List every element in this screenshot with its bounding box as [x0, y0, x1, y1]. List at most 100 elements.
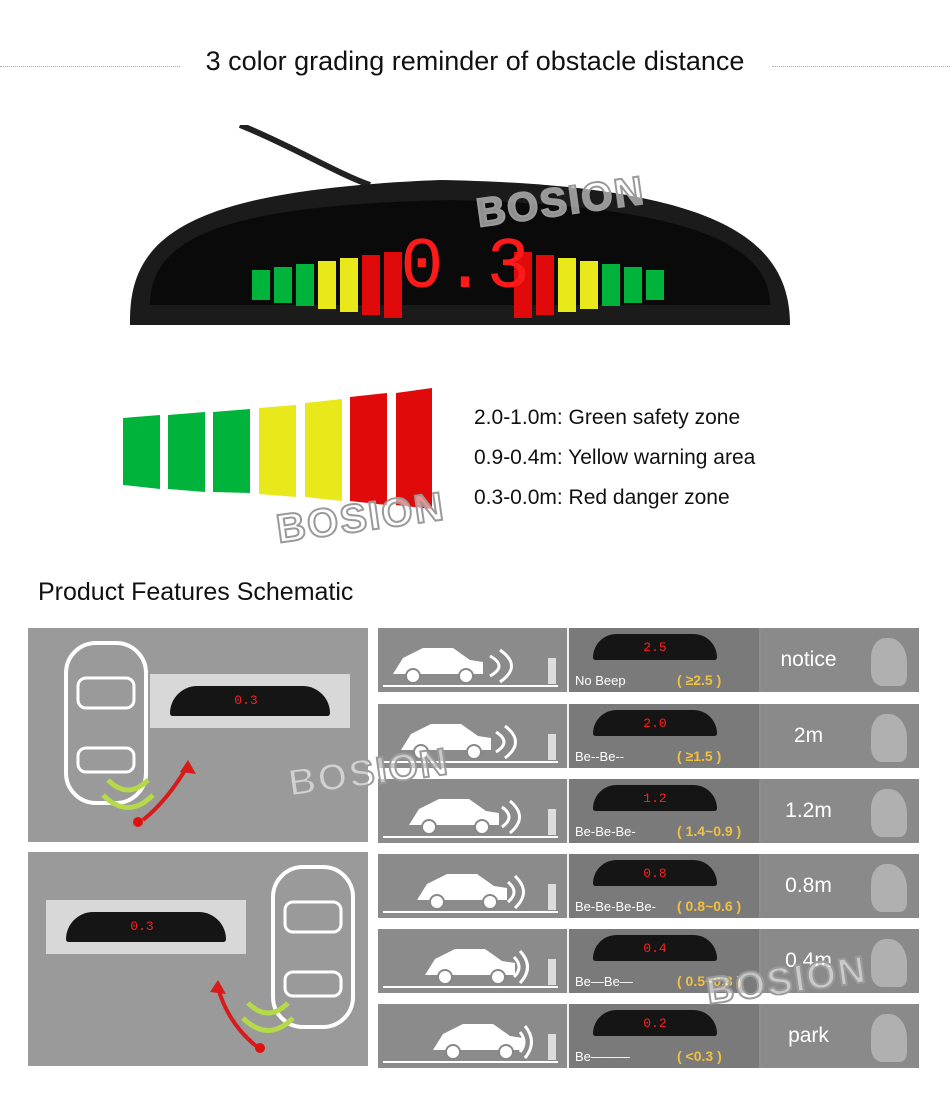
- distance-range: ( <0.3 ): [677, 1048, 722, 1064]
- car-topview-icon: [271, 865, 355, 1029]
- head-silhouette-icon: [871, 939, 907, 987]
- car-distance-illustration: [378, 854, 569, 918]
- display-panel: 0.4 Be—Be— ( 0.5~0.3 ): [569, 929, 759, 993]
- distance-range: ( 0.8~0.6 ): [677, 898, 742, 914]
- display-panel: 2.0 Be--Be-- ( ≥1.5 ): [569, 704, 759, 768]
- beep-pattern: Be———: [575, 1049, 630, 1064]
- head-silhouette-icon: [871, 714, 907, 762]
- section-title: Product Features Schematic: [38, 578, 354, 606]
- car-side-icon: [383, 1024, 558, 1063]
- display-frame: 0.3: [46, 900, 246, 954]
- display-mini: 0.4: [593, 935, 717, 961]
- obstacle-icon: [548, 734, 556, 760]
- schematic-row: 2.5 No Beep ( ≥2.5 ) notice: [378, 628, 919, 692]
- distance-range: ( ≥1.5 ): [677, 748, 722, 764]
- car-topview-icon: [64, 641, 148, 805]
- distance-range: ( 1.4~0.9 ): [677, 823, 742, 839]
- distance-label: 0.8m: [785, 874, 832, 897]
- display-bar-right: [624, 267, 642, 303]
- display-mini: 0.2: [593, 1010, 717, 1036]
- alert-panel: 1.2m: [761, 779, 919, 843]
- bar-red-2: [396, 388, 432, 509]
- beep-pattern: Be—Be—: [575, 974, 633, 989]
- schematic-row: 0.4 Be—Be— ( 0.5~0.3 ) 0.4m: [378, 929, 919, 993]
- alert-panel: 2m: [761, 704, 919, 768]
- schematic-panel-rear: 0.3: [28, 852, 368, 1066]
- display-bar-right: [646, 270, 664, 300]
- display-mini: 2.0: [593, 710, 717, 736]
- car-distance-illustration: [378, 779, 569, 843]
- bar-yellow-1: [259, 405, 296, 497]
- display-bar-right: [514, 252, 532, 318]
- obstacle-icon: [548, 658, 556, 684]
- color-grade-bars: [123, 388, 432, 509]
- distance-label: 2m: [793, 724, 824, 747]
- parking-sensor-display: 0.3: [130, 125, 790, 325]
- car-distance-illustration: [378, 704, 569, 768]
- head-silhouette-icon: [871, 864, 907, 912]
- display-panel: 0.2 Be——— ( <0.3 ): [569, 1004, 759, 1068]
- display-bar-left: [318, 261, 336, 309]
- schematic-row: 1.2 Be-Be-Be- ( 1.4~0.9 ) 1.2m: [378, 779, 919, 843]
- main-reading: 0.3: [400, 227, 530, 309]
- display-bar-right: [602, 264, 620, 306]
- legend-green: 2.0-1.0m: Green safety zone: [474, 406, 741, 429]
- bar-green-2: [168, 412, 205, 492]
- display-bar-right: [580, 261, 598, 309]
- alert-panel: 0.4m: [761, 929, 919, 993]
- car-distance-illustration: [378, 628, 569, 692]
- distance-range: ( ≥2.5 ): [677, 672, 722, 688]
- bar-red-1: [350, 393, 387, 505]
- obstacle-icon: [548, 884, 556, 910]
- distance-label: 0.4m: [785, 949, 832, 972]
- bar-yellow-2: [305, 399, 342, 501]
- display-bar-right: [536, 255, 554, 315]
- display-bar-left: [340, 258, 358, 312]
- alert-panel: park: [761, 1004, 919, 1068]
- display-bar-left: [252, 270, 270, 300]
- car-side-icon: [383, 648, 558, 687]
- distance-range: ( 0.5~0.3 ): [677, 973, 742, 989]
- car-distance-illustration: [378, 1004, 569, 1068]
- legend-red: 0.3-0.0m: Red danger zone: [474, 486, 730, 509]
- beep-pattern: Be-Be-Be-: [575, 824, 636, 839]
- page-title: 3 color grading reminder of obstacle dis…: [0, 46, 950, 77]
- display-panel: 1.2 Be-Be-Be- ( 1.4~0.9 ): [569, 779, 759, 843]
- display-bar-left: [274, 267, 292, 303]
- legend-yellow: 0.9-0.4m: Yellow warning area: [474, 446, 756, 469]
- distance-label: notice: [780, 648, 837, 671]
- car-distance-illustration: [378, 929, 569, 993]
- schematic-row: 0.2 Be——— ( <0.3 ) park: [378, 1004, 919, 1068]
- car-side-icon: [383, 799, 558, 838]
- schematic-row: 0.8 Be-Be-Be-Be- ( 0.8~0.6 ) 0.8m: [378, 854, 919, 918]
- display-bar-left: [384, 252, 402, 318]
- car-side-icon: [383, 874, 558, 913]
- bar-green-1: [123, 415, 160, 489]
- signal-waves-icon: [210, 980, 295, 1053]
- display-bar-left: [362, 255, 380, 315]
- display-mini: 1.2: [593, 785, 717, 811]
- display-frame: 0.3: [150, 674, 350, 728]
- obstacle-icon: [548, 959, 556, 985]
- distance-label: 1.2m: [785, 799, 832, 822]
- display-mini: 0.3: [170, 686, 330, 716]
- car-side-icon: [383, 724, 558, 763]
- beep-pattern: Be-Be-Be-Be-: [575, 899, 656, 914]
- display-panel: 2.5 No Beep ( ≥2.5 ): [569, 628, 759, 692]
- distance-label: park: [788, 1024, 829, 1047]
- obstacle-icon: [548, 809, 556, 835]
- display-bar-right: [558, 258, 576, 312]
- alert-panel: 0.8m: [761, 854, 919, 918]
- display-mini: 2.5: [593, 634, 717, 660]
- divider-left: [0, 66, 180, 67]
- display-mini: 0.8: [593, 860, 717, 886]
- car-side-icon: [383, 949, 558, 988]
- display-panel: 0.8 Be-Be-Be-Be- ( 0.8~0.6 ): [569, 854, 759, 918]
- beep-pattern: No Beep: [575, 673, 626, 688]
- signal-waves-icon: [101, 760, 196, 827]
- head-silhouette-icon: [871, 638, 907, 686]
- display-mini: 0.3: [66, 912, 226, 942]
- bar-green-3: [213, 409, 250, 493]
- alert-panel: notice: [761, 628, 919, 692]
- obstacle-icon: [548, 1034, 556, 1060]
